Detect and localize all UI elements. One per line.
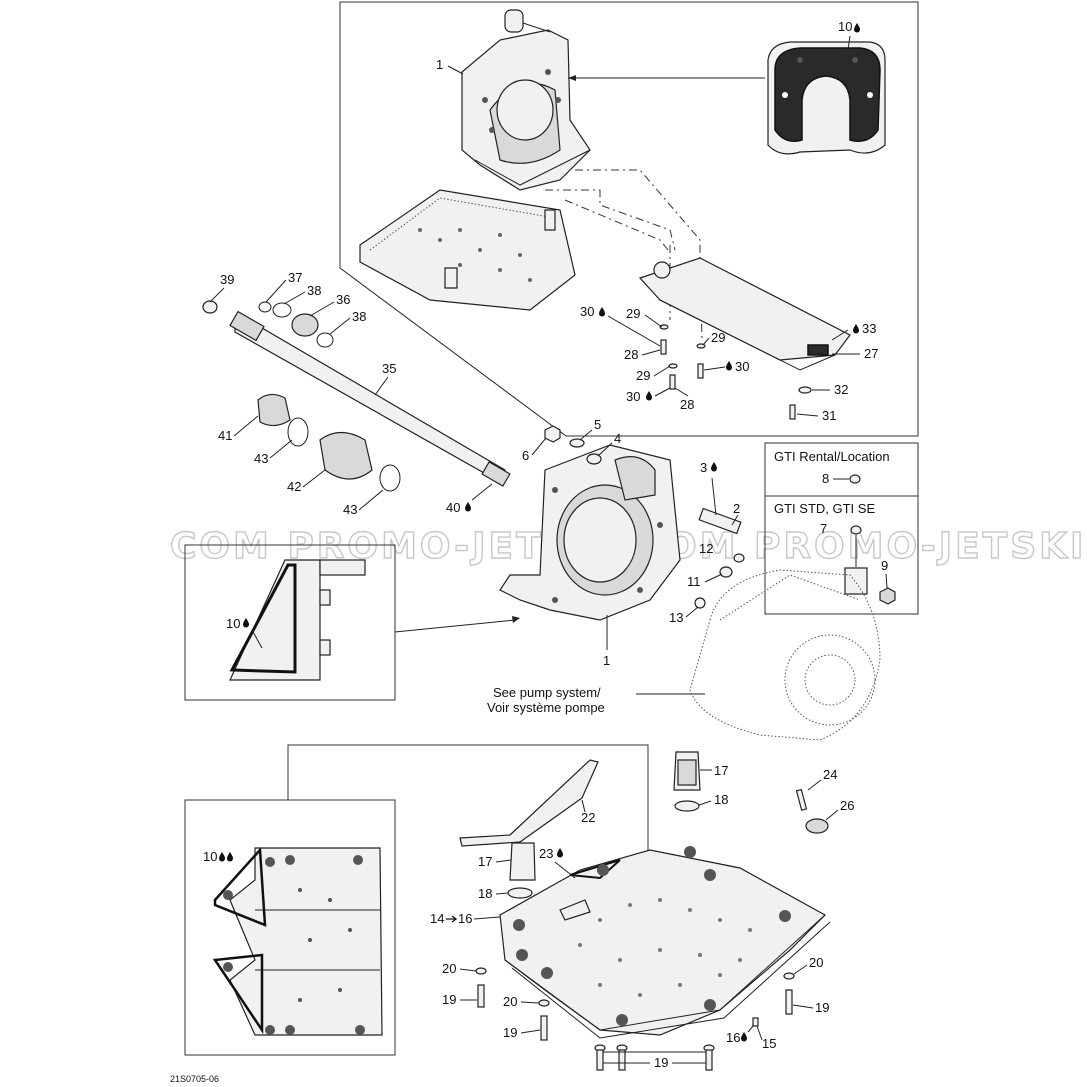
fasteners-4-6-drawing xyxy=(544,425,602,465)
callout-43-a: 43 xyxy=(254,451,268,466)
callout-39: 39 xyxy=(220,272,234,287)
callout-12: 12 xyxy=(699,541,713,556)
callout-16-a: 16 xyxy=(458,911,472,926)
callout-20-c: 20 xyxy=(809,955,823,970)
callout-15: 15 xyxy=(762,1036,776,1051)
callout-14: 14 xyxy=(430,911,444,926)
callout-31: 31 xyxy=(822,408,836,423)
callout-24: 24 xyxy=(823,767,837,782)
callout-4: 4 xyxy=(614,431,621,446)
callout-37: 37 xyxy=(288,270,302,285)
inset-box-bottom xyxy=(184,799,396,1056)
callout-30-b: 30 xyxy=(735,359,749,374)
callout-28-a: 28 xyxy=(624,347,638,362)
callout-33: 33 xyxy=(862,321,876,336)
parts-17-18-drawing xyxy=(507,751,701,899)
top-assembly-frame xyxy=(339,1,919,437)
callout-26: 26 xyxy=(840,798,854,813)
callout-38-b: 38 xyxy=(352,309,366,324)
part-10-seal-drawing xyxy=(767,41,886,155)
pump-housing-reference-drawing xyxy=(689,569,881,741)
callout-30-a: 30 xyxy=(580,304,594,319)
upper-plate-drawing xyxy=(359,189,576,311)
callout-9: 9 xyxy=(881,558,888,573)
callout-17-a: 17 xyxy=(714,763,728,778)
callout-18-a: 18 xyxy=(714,792,728,807)
callout-7: 7 xyxy=(820,521,827,536)
callout-8: 8 xyxy=(822,471,829,486)
callout-20-b: 20 xyxy=(503,994,517,1009)
callout-11: 11 xyxy=(687,574,701,589)
callout-40: 40 xyxy=(446,500,460,515)
callout-23: 23 xyxy=(539,846,553,861)
callout-17-b: 17 xyxy=(478,854,492,869)
callout-18-b: 18 xyxy=(478,886,492,901)
callout-13: 13 xyxy=(669,610,683,625)
callout-1-middle: 1 xyxy=(603,653,610,668)
callout-38-a: 38 xyxy=(307,283,321,298)
variant-box-rental: GTI Rental/Location 8 xyxy=(764,442,919,497)
part-1-top-housing-drawing xyxy=(461,9,591,191)
callout-6: 6 xyxy=(522,448,529,463)
callout-10-middle-inset: 10 xyxy=(226,616,240,631)
bottom-plate-drawing xyxy=(499,846,831,1039)
callout-5: 5 xyxy=(594,417,601,432)
callout-19-c: 19 xyxy=(815,1000,829,1015)
callout-2: 2 xyxy=(733,501,740,516)
callout-35: 35 xyxy=(382,361,396,376)
callout-29-c: 29 xyxy=(636,368,650,383)
callout-22: 22 xyxy=(581,810,595,825)
variant-rental-label: GTI Rental/Location xyxy=(774,449,890,464)
callout-36: 36 xyxy=(336,292,350,307)
callout-32: 32 xyxy=(834,382,848,397)
callout-10-seal: 10 xyxy=(838,19,852,34)
callout-29-a: 29 xyxy=(626,306,640,321)
fasteners-11-13-drawing xyxy=(694,553,745,609)
callout-1-top: 1 xyxy=(436,57,443,72)
driveshaft-group-drawing xyxy=(202,300,511,492)
callout-19-b: 19 xyxy=(503,1025,517,1040)
callout-43-b: 43 xyxy=(343,502,357,517)
fasteners-28-32-drawing xyxy=(659,324,812,420)
note-line-1: See pump system/ xyxy=(493,685,601,700)
part-2-drawing xyxy=(698,507,742,535)
callout-19-d: 19 xyxy=(654,1055,668,1070)
callout-42: 42 xyxy=(287,479,301,494)
callout-30-c: 30 xyxy=(626,389,640,404)
variant-std-label: GTI STD, GTI SE xyxy=(774,501,875,516)
parts-24-26-drawing xyxy=(795,788,829,834)
bottom-frame-lines xyxy=(287,744,649,945)
callout-27: 27 xyxy=(864,346,878,361)
document-reference: 21S0705-06 xyxy=(170,1074,219,1084)
variant-box-std: GTI STD, GTI SE 7 9 xyxy=(764,495,919,615)
callout-41: 41 xyxy=(218,428,232,443)
callout-16-b: 16 xyxy=(726,1030,740,1045)
note-line-2: Voir système pompe xyxy=(487,700,605,715)
part-1-middle-housing-drawing xyxy=(499,444,681,621)
callout-19-a: 19 xyxy=(442,992,456,1007)
callout-10-bottom-inset: 10 xyxy=(203,849,217,864)
callout-3: 3 xyxy=(700,460,707,475)
callout-28-b: 28 xyxy=(680,397,694,412)
bottom-fasteners-drawing xyxy=(475,967,795,1071)
part-22-strip-drawing xyxy=(459,759,599,847)
callout-20-a: 20 xyxy=(442,961,456,976)
inset-box-middle xyxy=(184,544,520,701)
callout-29-b: 29 xyxy=(711,330,725,345)
part-27-bracket-drawing xyxy=(638,257,851,371)
